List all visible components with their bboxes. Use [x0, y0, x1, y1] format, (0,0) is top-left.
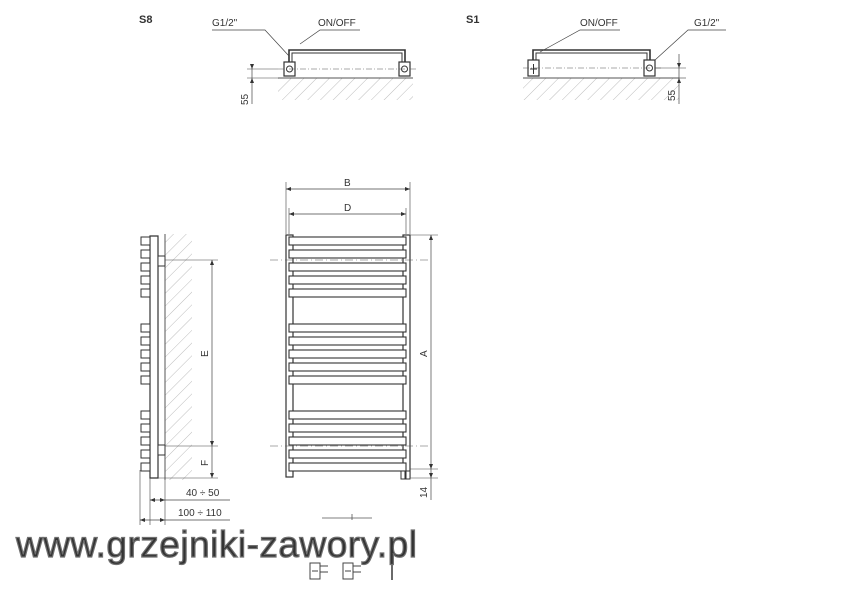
side-view: E F 40 ÷ 50 100 ÷ 110	[139, 234, 230, 525]
front-tube	[288, 423, 407, 433]
side-tube-ends	[140, 236, 151, 472]
front-tube	[288, 275, 407, 285]
watermark: www.grzejniki-zawory.pl	[15, 524, 417, 565]
front-tube	[288, 288, 407, 298]
side-pitch-label: E	[200, 350, 211, 357]
front-tube	[288, 436, 407, 446]
width-label: B	[344, 178, 351, 189]
valve-detail-icons	[309, 514, 393, 580]
front-tube	[288, 362, 407, 372]
front-tube	[288, 462, 407, 472]
s8-code: S8	[139, 14, 152, 26]
side-tube-end	[140, 349, 151, 359]
side-tube-end	[140, 410, 151, 420]
s8-top-view: S8 G1/2" ON/OFF 55	[139, 14, 416, 105]
front-tube	[288, 249, 407, 259]
side-tube-end	[140, 323, 151, 333]
s1-code: S1	[466, 14, 479, 26]
side-tube-end	[140, 436, 151, 446]
front-tube	[288, 262, 407, 272]
s1-wall-hatch	[523, 78, 679, 100]
front-view: B D A 14	[270, 178, 438, 500]
side-depth-label-2: 100 ÷ 110	[178, 508, 222, 519]
front-tube	[288, 336, 407, 346]
side-tube-end	[140, 336, 151, 346]
side-tube-end	[140, 236, 151, 246]
front-tube	[288, 236, 407, 246]
side-tube-end	[140, 262, 151, 272]
side-tube-end	[140, 275, 151, 285]
front-tube	[288, 323, 407, 333]
s8-height-label: 55	[240, 93, 251, 105]
spacing-label: D	[344, 203, 351, 214]
s8-valve-label: ON/OFF	[318, 18, 356, 29]
side-tube-end	[140, 288, 151, 298]
side-tube-end	[140, 362, 151, 372]
side-wall-hatch	[165, 234, 192, 480]
side-tube-end	[140, 249, 151, 259]
front-tube	[288, 410, 407, 420]
s1-valve-label: ON/OFF	[580, 18, 618, 29]
front-tube	[288, 349, 407, 359]
s1-thread-label: G1/2"	[694, 18, 720, 29]
side-tube-end	[140, 423, 151, 433]
front-tube	[288, 375, 407, 385]
front-tubes	[288, 236, 407, 472]
side-offset-label: F	[200, 460, 211, 466]
side-tube-end	[140, 375, 151, 385]
s8-wall-hatch	[278, 78, 413, 100]
s1-top-view: S1 ON/OFF G1/2" 55	[466, 14, 726, 104]
side-tube-end	[140, 462, 151, 472]
s8-thread-label: G1/2"	[212, 18, 238, 29]
s1-height-label: 55	[667, 89, 678, 101]
bottom-offset-label: 14	[419, 486, 430, 498]
side-depth-label-1: 40 ÷ 50	[186, 488, 220, 499]
height-label: A	[419, 350, 430, 357]
front-tube	[288, 449, 407, 459]
side-tube-end	[140, 449, 151, 459]
